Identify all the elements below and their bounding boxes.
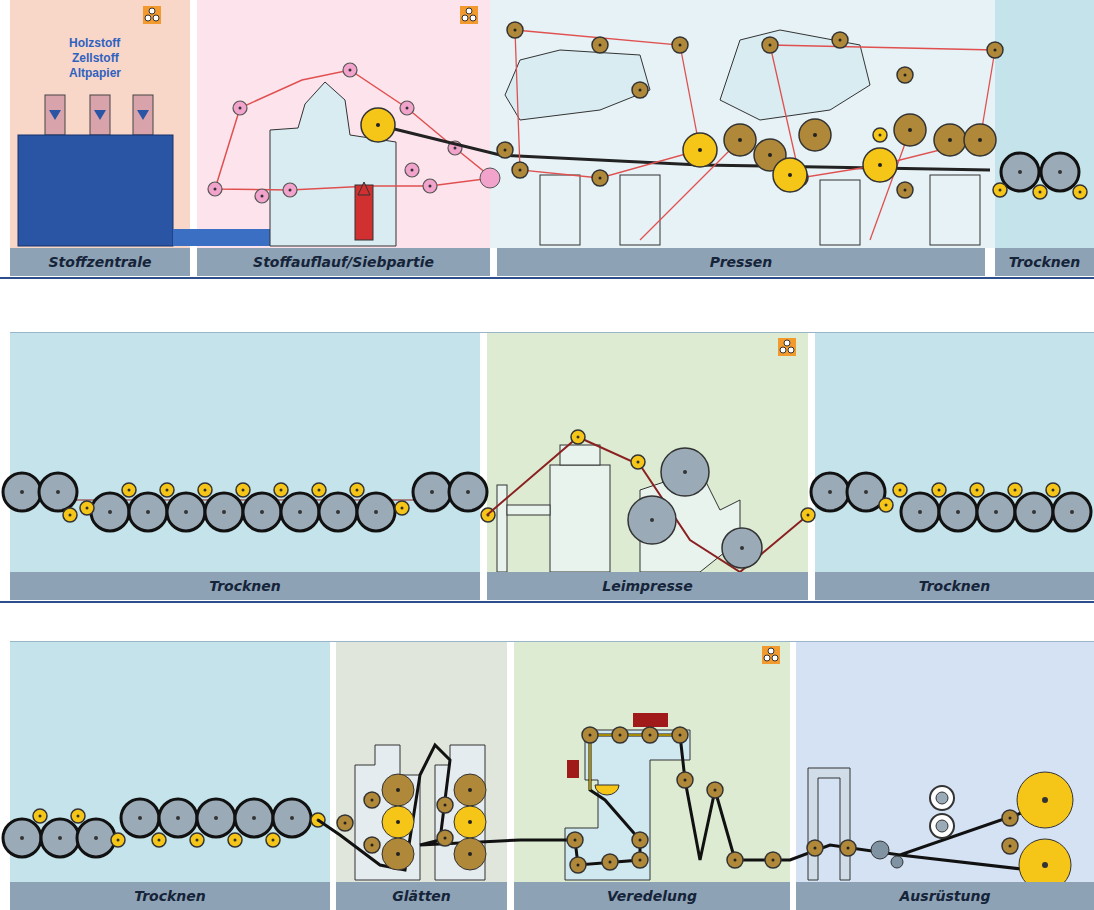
section-panel: Trocknen: [815, 333, 1094, 600]
material-label: Altpapier: [69, 66, 121, 80]
section-panel: Ausrüstung: [796, 642, 1094, 910]
section-panel: Trocknen: [10, 333, 480, 600]
section-label: Trocknen: [1009, 254, 1081, 270]
material-label: Holzstoff: [69, 36, 120, 50]
section-bar: Glätten: [336, 882, 507, 910]
section-panel: Pressen: [497, 0, 985, 276]
section-label: Leimpresse: [602, 578, 692, 594]
section-bar: Trocknen: [10, 882, 330, 910]
section-bar: Leimpresse: [487, 572, 808, 600]
material-label: Zellstoff: [72, 51, 119, 65]
section-bar: Trocknen: [995, 248, 1094, 276]
section-panel: Veredelung: [514, 642, 790, 910]
section-panel: Trocknen: [10, 642, 330, 910]
section-label: Ausrüstung: [900, 888, 991, 904]
section-label: Veredelung: [607, 888, 697, 904]
section-panel: Glätten: [336, 642, 507, 910]
section-label: Stoffzentrale: [49, 254, 152, 270]
section-label: Stoffauflauf/Siebpartie: [253, 254, 434, 270]
section-panel: Trocknen: [995, 0, 1094, 276]
section-label: Trocknen: [209, 578, 281, 594]
section-bar: Stoffauflauf/Siebpartie: [197, 248, 490, 276]
section-label: Trocknen: [134, 888, 206, 904]
section-bar: Trocknen: [815, 572, 1094, 600]
section-bar: Veredelung: [514, 882, 790, 910]
section-bar: Stoffzentrale: [10, 248, 190, 276]
section-bar: Ausrüstung: [796, 882, 1094, 910]
section-bar: Pressen: [497, 248, 985, 276]
section-label: Trocknen: [919, 578, 991, 594]
section-label: Pressen: [710, 254, 772, 270]
section-panel: Leimpresse: [487, 333, 808, 600]
section-label: Glätten: [392, 888, 451, 904]
section-bar: Trocknen: [10, 572, 480, 600]
section-panel: Stoffauflauf/Siebpartie: [197, 0, 490, 276]
